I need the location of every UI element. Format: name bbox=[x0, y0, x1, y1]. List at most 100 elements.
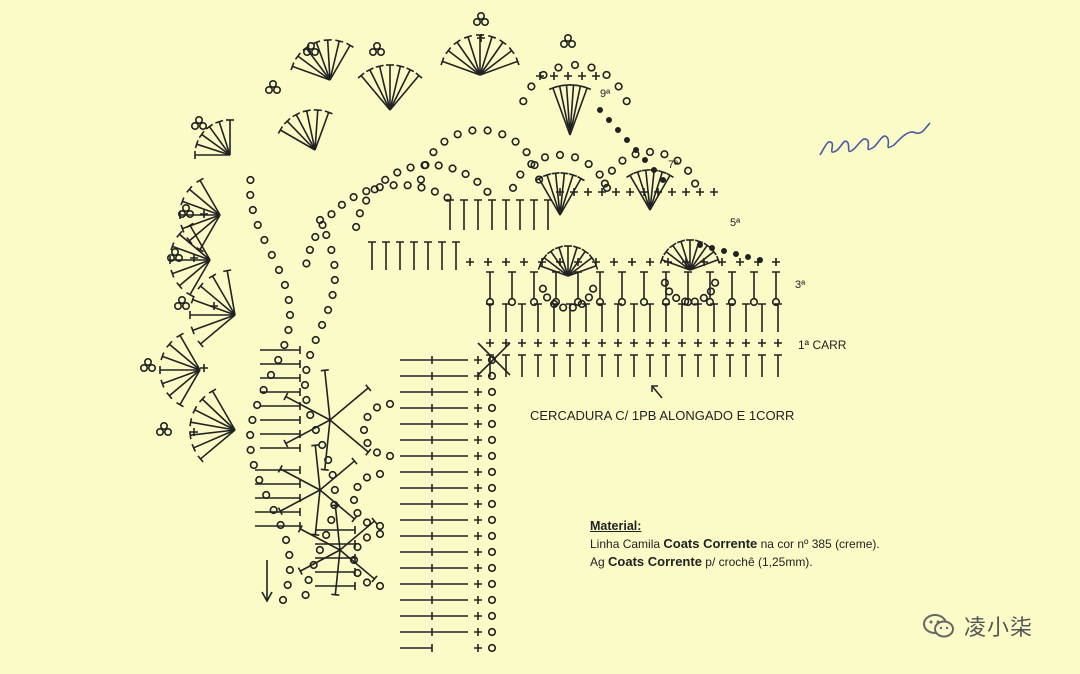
double-crochet bbox=[530, 271, 538, 298]
picot-stitch bbox=[160, 421, 169, 430]
chain-stitch bbox=[349, 192, 358, 202]
fan-stitch bbox=[283, 392, 289, 401]
fan-stitch bbox=[415, 72, 423, 79]
double-crochet bbox=[255, 494, 301, 502]
chain-stitch bbox=[284, 325, 293, 335]
fan-stitch bbox=[192, 314, 236, 332]
fan-stitch bbox=[168, 343, 201, 371]
double-crochet bbox=[410, 241, 418, 270]
fan-stitch bbox=[479, 50, 513, 76]
fan-stitch bbox=[546, 174, 561, 216]
fan-stitch bbox=[162, 369, 201, 385]
chain-stitch bbox=[487, 531, 497, 541]
double-crochet bbox=[772, 271, 780, 298]
fan-stitch bbox=[189, 224, 211, 261]
slip-stitch bbox=[732, 251, 739, 258]
fan-stitch bbox=[292, 65, 331, 81]
double-crochet bbox=[400, 356, 433, 364]
fan-stitch bbox=[196, 143, 231, 156]
fan-stitch bbox=[539, 264, 569, 277]
fan-stitch bbox=[172, 259, 211, 275]
fan-stitch bbox=[191, 443, 196, 452]
fan-stitch bbox=[315, 42, 331, 81]
slip-stitch bbox=[596, 107, 603, 114]
fan-stitch bbox=[277, 464, 283, 473]
fan-stitch bbox=[290, 62, 295, 71]
picot-stitch bbox=[178, 210, 187, 219]
fan-stitch bbox=[190, 295, 195, 304]
fan-stitch bbox=[198, 395, 206, 403]
fan-stitch bbox=[323, 370, 331, 421]
double-crochet bbox=[400, 548, 433, 556]
chain-stitch bbox=[485, 297, 495, 307]
double-crochet bbox=[255, 466, 301, 474]
double-crochet bbox=[400, 532, 433, 540]
chain-stitch bbox=[570, 60, 580, 70]
single-crochet bbox=[694, 339, 702, 347]
chain-stitch bbox=[540, 153, 550, 162]
fan-stitch bbox=[190, 429, 236, 437]
fan-stitch bbox=[319, 460, 355, 491]
chain-stitch bbox=[363, 412, 372, 422]
picot-stitch bbox=[472, 17, 481, 26]
fan-stitch bbox=[314, 445, 321, 491]
row-label-5: 5ª bbox=[730, 217, 741, 229]
fan-stitch bbox=[168, 369, 201, 397]
chain-stitch bbox=[330, 260, 339, 270]
chain-stitch bbox=[300, 380, 310, 390]
chain-stitch bbox=[664, 287, 674, 296]
chain-stitch bbox=[355, 209, 365, 218]
fan-stitch bbox=[467, 36, 481, 76]
fan-stitch bbox=[197, 282, 204, 290]
double-crochet bbox=[544, 199, 552, 230]
fan-stitch bbox=[661, 258, 691, 271]
double-crochet bbox=[550, 303, 558, 332]
chain-stitch bbox=[372, 448, 382, 457]
fan-stitch bbox=[672, 244, 691, 271]
chain-stitch bbox=[315, 545, 325, 555]
single-crochet bbox=[190, 428, 198, 436]
chain-stitch bbox=[602, 183, 612, 192]
chain-stitch bbox=[375, 183, 384, 192]
fan-stitch bbox=[633, 169, 642, 174]
chain-stitch bbox=[683, 166, 693, 175]
single-crochet bbox=[668, 188, 676, 196]
fan-stitch bbox=[179, 369, 201, 406]
double-crochet bbox=[486, 303, 494, 332]
fan-stitch bbox=[279, 129, 316, 151]
chain-stitch bbox=[639, 297, 649, 307]
fan-stitch bbox=[569, 85, 582, 136]
double-crochet bbox=[382, 241, 390, 270]
fan-stitch bbox=[694, 239, 704, 244]
single-crochet bbox=[772, 258, 780, 266]
single-crochet bbox=[598, 339, 606, 347]
double-crochet bbox=[598, 303, 606, 332]
fan-stitch bbox=[676, 239, 686, 244]
single-crochet bbox=[742, 339, 750, 347]
single-crochet bbox=[502, 339, 510, 347]
chain-stitch bbox=[690, 297, 699, 306]
fan-stitch bbox=[176, 332, 184, 339]
picot-stitch bbox=[368, 47, 377, 56]
chain-stitch bbox=[327, 515, 336, 525]
double-crochet bbox=[502, 303, 510, 332]
chain-stitch bbox=[260, 235, 269, 245]
slip-stitch bbox=[720, 248, 727, 255]
double-crochet bbox=[400, 372, 433, 380]
chain-stitch bbox=[269, 505, 278, 515]
chain-stitch bbox=[511, 137, 520, 146]
picot-stitch bbox=[302, 47, 311, 56]
fan-stitch bbox=[311, 444, 320, 447]
fan-stitch bbox=[320, 369, 329, 372]
single-crochet bbox=[550, 339, 558, 347]
chain-stitch bbox=[248, 205, 257, 215]
chain-stitch bbox=[281, 535, 291, 545]
chain-stitch bbox=[406, 163, 415, 172]
single-crochet bbox=[477, 34, 485, 42]
fan-stitch bbox=[554, 245, 564, 250]
single-crochet bbox=[474, 548, 482, 556]
chain-stitch bbox=[359, 425, 369, 435]
fan-stitch bbox=[375, 64, 384, 68]
chain-stitch bbox=[420, 161, 429, 170]
fan-stitch bbox=[314, 110, 319, 151]
